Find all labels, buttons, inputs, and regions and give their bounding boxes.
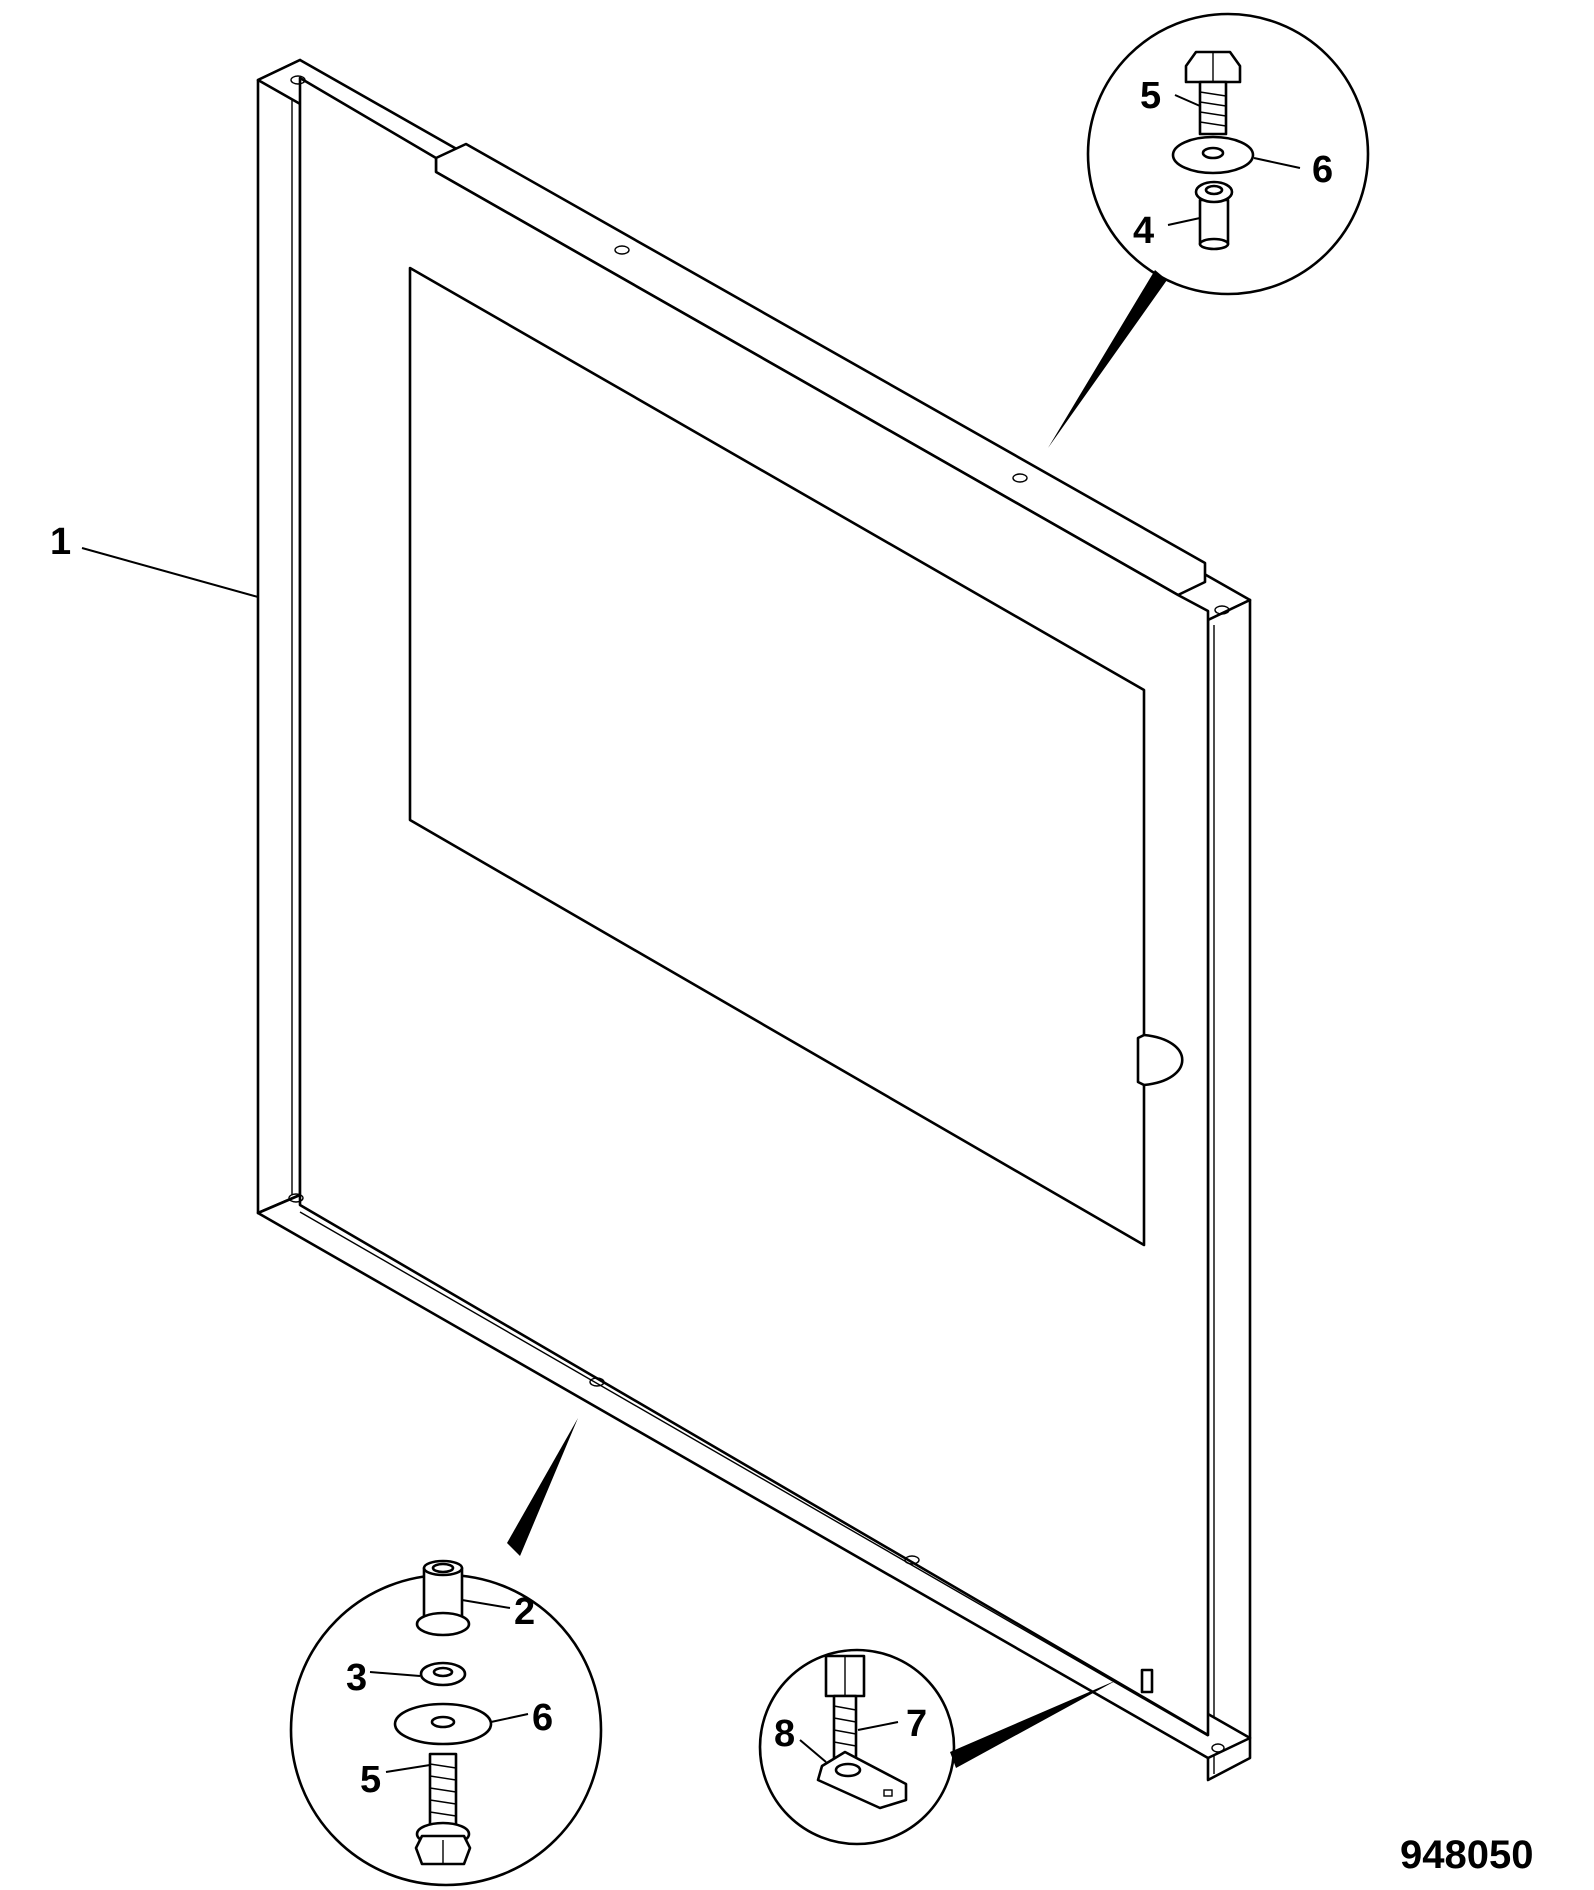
screw-tag-detail: 7 8 <box>758 1648 1117 1846</box>
callout-spacer-bottom: 2 <box>514 1591 535 1633</box>
callout-tag: 8 <box>774 1713 795 1755</box>
door-frame <box>256 58 1252 1782</box>
leader-frame <box>81 547 259 598</box>
callout-washer-small: 3 <box>346 1657 367 1699</box>
callout-frame: 1 <box>50 521 71 563</box>
top-hardware-detail: 5 6 4 <box>1048 12 1370 448</box>
bottom-hardware-detail: 2 3 6 5 <box>289 1418 603 1887</box>
callout-screw: 7 <box>906 1703 927 1745</box>
callout-spacer-top: 4 <box>1133 210 1154 252</box>
callout-bolt-top: 5 <box>1140 75 1161 117</box>
callout-washer-bottom: 6 <box>532 1697 553 1739</box>
drawing-number: 948050 <box>1400 1833 1533 1877</box>
callout-bolt-bottom: 5 <box>360 1759 381 1801</box>
callout-washer-top: 6 <box>1312 149 1333 191</box>
